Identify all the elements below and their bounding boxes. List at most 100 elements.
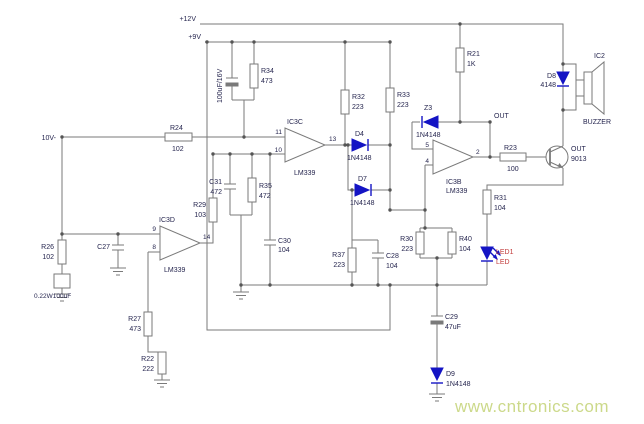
q2-part: 9013	[571, 156, 587, 163]
r35-value: 472	[259, 193, 271, 200]
d9-part: 1N4148	[446, 381, 471, 388]
c31-name: C31	[209, 179, 222, 186]
d8-name: D8	[547, 73, 556, 80]
ic3c-pin11: 11	[275, 129, 282, 136]
resistor-r40	[447, 231, 457, 255]
d7-part: 1N4148	[350, 200, 375, 207]
d4-name: D4	[355, 131, 364, 138]
r25-value: 0.22W100uF	[34, 293, 71, 300]
ic3b-pin5: 5	[425, 142, 429, 149]
ic3d-pin8: 8	[152, 244, 156, 251]
input-label: 10V-	[42, 135, 57, 142]
component-r25-box	[53, 273, 71, 289]
d9-name: D9	[446, 371, 455, 378]
r37-name: R37	[332, 252, 345, 259]
q2-label: OUT	[571, 146, 587, 153]
r30-name: R30	[400, 236, 413, 243]
r27-value: 473	[129, 326, 141, 333]
buzzer	[583, 60, 605, 116]
resistor-r31	[482, 189, 492, 215]
r33-value: 223	[397, 102, 409, 109]
c31-value: 472	[210, 189, 222, 196]
r32-name: R32	[352, 94, 365, 101]
watermark-text: www.cntronics.com	[454, 397, 609, 416]
r27-name: R27	[128, 316, 141, 323]
c29-value: 47uF	[445, 324, 461, 331]
r31-value: 104	[494, 205, 506, 212]
ground-symbols	[54, 267, 445, 402]
resistor-r26	[57, 239, 67, 265]
out-net-label: OUT	[494, 113, 510, 120]
resistor-r32	[340, 89, 350, 115]
led-led1	[480, 246, 501, 262]
ic2-part: BUZZER	[583, 119, 611, 126]
capacitor-c28	[372, 252, 384, 259]
ic3c-name: IC3C	[287, 119, 303, 126]
r26-name: R26	[41, 244, 54, 251]
ic2-name: IC2	[594, 53, 605, 60]
ic3d-name: IC3D	[159, 217, 175, 224]
resistor-r34	[249, 63, 259, 89]
diode-d8	[556, 71, 570, 87]
r31-name: R31	[494, 195, 507, 202]
diode-z3	[421, 115, 439, 129]
r29-value: 103	[194, 212, 206, 219]
resistor-r27	[143, 311, 153, 337]
r21-name: R21	[467, 51, 480, 58]
led1-name: LED1	[496, 249, 514, 256]
r23-value: 100	[507, 166, 519, 173]
r23-name: R23	[504, 145, 517, 152]
r37-value: 223	[333, 262, 345, 269]
ic3b-name: IC3B	[446, 179, 462, 186]
transistor-q2	[545, 145, 569, 169]
ic3c-pin10: 10	[275, 147, 283, 154]
rail-9v-label: +9V	[188, 34, 201, 41]
opamp-ic3d	[159, 225, 202, 261]
capacitor-c30	[264, 239, 276, 246]
ic3d-part: LM339	[164, 267, 186, 274]
ic3d-pin9: 9	[152, 226, 156, 233]
capacitor-c29	[430, 315, 444, 325]
ic3d-pin14: 14	[203, 234, 211, 241]
resistor-r33	[385, 87, 395, 113]
resistor-r35	[247, 177, 257, 203]
ic3b-pin2: 2	[476, 149, 480, 156]
r26-value: 102	[42, 254, 54, 261]
diode-d4	[351, 138, 369, 152]
r35-name: R35	[259, 183, 272, 190]
r24-name: R24	[170, 125, 183, 132]
r22-name: R22	[141, 356, 154, 363]
c27-name: C27	[97, 244, 110, 251]
c28-value: 104	[386, 263, 398, 270]
diode-d7	[354, 183, 372, 197]
capacitor-c27	[112, 244, 124, 251]
z3-part: 1N4148	[416, 132, 441, 139]
r34-value: 473	[261, 78, 273, 85]
r21-value: 1K	[467, 61, 476, 68]
led1-part: LED	[496, 259, 510, 266]
r33-name: R33	[397, 92, 410, 99]
opamp-ic3c	[284, 127, 327, 163]
r24-value: 102	[172, 146, 184, 153]
d7-name: D7	[358, 176, 367, 183]
d8-part: 4148	[540, 82, 556, 89]
capacitor-c31	[224, 183, 236, 190]
resistor-r37	[347, 247, 357, 273]
r34-name: R34	[261, 68, 274, 75]
r22-value: 222	[142, 366, 154, 373]
r40-name: R40	[459, 236, 472, 243]
z3-name: Z3	[424, 105, 432, 112]
d4-part: 1N4148	[347, 155, 372, 162]
c30-name: C30	[278, 238, 291, 245]
r32-value: 223	[352, 104, 364, 111]
ic3c-part: LM339	[294, 170, 316, 177]
resistor-r24	[164, 132, 193, 142]
r30-value: 223	[401, 246, 413, 253]
junction-dots	[60, 22, 565, 287]
capacitor-c25	[225, 77, 239, 87]
c25-value: 100uF/16V	[217, 68, 224, 103]
c30-value: 104	[278, 247, 290, 254]
resistor-r22	[157, 351, 167, 375]
